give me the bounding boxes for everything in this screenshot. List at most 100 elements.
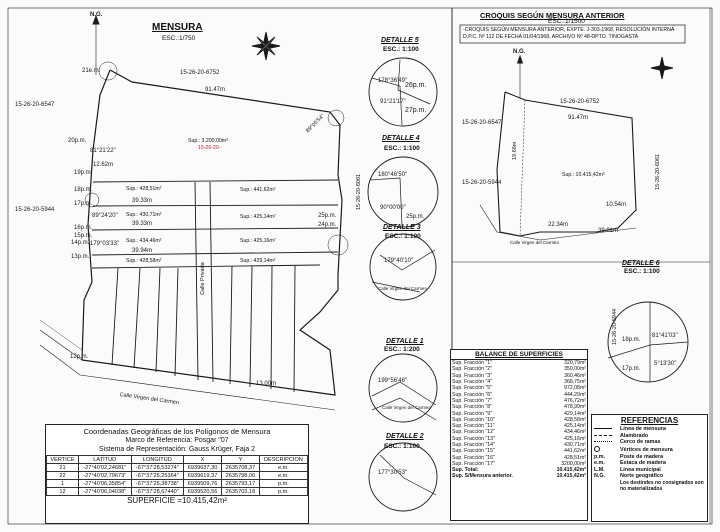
- table-cell: Sup. S/Mensura anterior.: [452, 473, 513, 480]
- croquis-parcel: 15-26-20-6752: [560, 99, 600, 105]
- croquis-area: Sup.: 10.415,42m²: [562, 172, 605, 178]
- croquis-parcel: 15-26-20-5944: [462, 180, 502, 186]
- detalle-label: 178°36'49": [378, 78, 408, 84]
- table-cell: 350,00m²: [564, 366, 586, 373]
- column-header: DESCRIPCION: [258, 455, 309, 464]
- measure-label: 39.33m: [132, 221, 153, 227]
- table-cell: -27°40'06,35854": [77, 479, 132, 488]
- detalle-label: 27p.m.: [405, 107, 427, 114]
- table-cell: 3200,00m²: [561, 460, 586, 467]
- table-cell: Sup. Fracción "2": [452, 366, 493, 373]
- croquis-boundary: [496, 91, 637, 237]
- reference-symbol: p.m.: [594, 453, 606, 460]
- table-cell: 972,08m²: [564, 385, 586, 392]
- table-cell: Sup. Fracción "12": [452, 429, 495, 436]
- table-cell: 2635708,37: [220, 463, 260, 472]
- table-cell: Sup. Fracción "6": [452, 391, 493, 398]
- detalle-4-title: DETALLE 4: [382, 135, 420, 142]
- reference-description: Los destindes no consignados son no mate…: [620, 479, 704, 492]
- table-row: 12 -27°40'06,04038" -67°37'28,67440" 693…: [46, 487, 309, 496]
- table-row: 22 -27°40'02,79673" -67°37'25,25364" 693…: [46, 471, 309, 480]
- adjacent-parcel-left-bottom: 15-26-20-5944: [15, 207, 55, 213]
- table-row: Sup. Fracción "6"444,29m²: [451, 391, 587, 398]
- reference-symbol: [592, 433, 618, 440]
- table-row: Sup. S/Mensura anterior.10.415,42m²: [451, 473, 587, 479]
- table-cell: 441,62m²: [564, 448, 586, 455]
- table-cell: 2635703,18: [220, 487, 260, 496]
- detalle-5-circle: [368, 57, 438, 127]
- table-cell: 22: [46, 471, 79, 480]
- croquis-north-label: N.G.: [513, 49, 526, 55]
- detalle-3-circle: [369, 233, 437, 301]
- table-row: Vértices de mensura: [592, 445, 707, 454]
- table-cell: 476,72m²: [564, 397, 586, 404]
- detalle-2-scale: ESC.: 1:100: [384, 443, 420, 450]
- table-cell: 2635793,17: [220, 479, 260, 488]
- table-cell: Sup. Fracción "15": [452, 448, 495, 455]
- table-cell: Sup. Fracción "3": [452, 372, 493, 379]
- column-header: X: [183, 455, 222, 464]
- vertex-label: 16p.m.: [74, 225, 93, 231]
- street-label: Calle Privada: [200, 262, 206, 295]
- table-cell: -27°40'02,79673": [77, 471, 132, 480]
- lot-17-code: 15-26-20-: [198, 145, 221, 151]
- croquis-street: Calle Virgen del Carmen: [510, 240, 559, 245]
- coordinates-table: VERTICE LATITUD LONGITUD X Y DESCRIPCION…: [46, 455, 309, 496]
- table-row: Sup. Fracción "2" 350,00m²: [451, 366, 587, 372]
- fraccion-area: Sup.: 430,71m²: [126, 212, 162, 218]
- north-arrow-mensura: [251, 31, 281, 61]
- table-row: Sup. Fracción "17"3200,00m²: [451, 461, 587, 467]
- angle-label: 179°03'33": [90, 241, 120, 247]
- croquis-title: CROQUIS SEGÚN MENSURA ANTERIOR: [480, 11, 625, 20]
- table-row: Sup. Fracción "1"320,79m²: [451, 360, 587, 366]
- detalle-2-title: DETALLE 2: [386, 433, 424, 440]
- table-cell: 6939619,37: [183, 471, 222, 480]
- table-row: Sup. Fracción "15" 441,62m²: [451, 448, 587, 454]
- table-row: Línea de mensura: [592, 426, 707, 433]
- detalle-1-title: DETALLE 1: [386, 338, 424, 345]
- measure-label: 13.00m: [256, 381, 277, 387]
- vertex-symbol-icon: [594, 445, 600, 452]
- detalle-4-circle: [367, 156, 439, 228]
- table-row: Sup. Fracción "8"478,99m²: [451, 404, 587, 410]
- coordinates-panel: Coordenadas Geográficas de los Polígonos…: [45, 424, 309, 524]
- table-cell: Sup. Fracción "10": [452, 416, 495, 423]
- detalle-label: 81°41'03": [652, 333, 678, 339]
- table-row: Sup. Fracción "13"425,16m²: [451, 436, 587, 442]
- reference-symbol: N.G.: [594, 473, 606, 480]
- reference-description: Vértices de mensura: [620, 446, 673, 453]
- vertex-label: 18p.m.: [74, 187, 93, 193]
- reference-symbol: [592, 445, 618, 454]
- table-cell: 10.415,42m²: [556, 467, 586, 474]
- table-row: Sup. Fracción "9"429,14m²: [451, 410, 587, 417]
- table-row: Sup. Fracción "12"434,46m²: [451, 429, 587, 435]
- table-cell: -67°37'28,67440": [130, 487, 185, 496]
- table-cell: Sup. Fracción "9": [452, 410, 493, 417]
- detalle-label: 199°56'46": [378, 378, 408, 384]
- table-cell: 478,99m²: [564, 404, 586, 411]
- references-title: REFERENCIAS: [620, 416, 679, 425]
- column-header: Y: [220, 455, 260, 464]
- lot-17-area: Sup.: 3.200,00m²: [188, 138, 228, 144]
- vertex-label: 24p.m.: [318, 222, 337, 228]
- table-row: Sup. Fracción "16"428,51m²: [451, 454, 587, 461]
- table-cell: Sup. Fracción "4": [452, 379, 493, 386]
- fraccion-area: Sup.: 428,51m²: [126, 186, 162, 192]
- table-cell: 1: [46, 479, 79, 488]
- detalle-label: 17p.m.: [622, 366, 641, 372]
- line-symbol-icon: [594, 441, 612, 443]
- mensura-title: MENSURA: [152, 22, 203, 33]
- table-row: Sup. Fracción "3"360,46m²: [451, 373, 587, 379]
- table-row: Sup. Fracción "5"972,08m²: [451, 385, 587, 391]
- table-cell: 21: [46, 463, 79, 472]
- reference-description: Estaca de madera: [620, 460, 666, 467]
- fraccion-area: Sup.: 425,14m²: [240, 214, 276, 220]
- detalle-label: 5°13'30": [654, 361, 677, 367]
- table-cell: 428,51m²: [564, 454, 586, 461]
- reference-symbol: L.M.: [594, 466, 605, 473]
- croquis-parcel: 15-26-20-6547: [462, 120, 502, 126]
- table-row: p.m.Poste de madera: [592, 454, 707, 461]
